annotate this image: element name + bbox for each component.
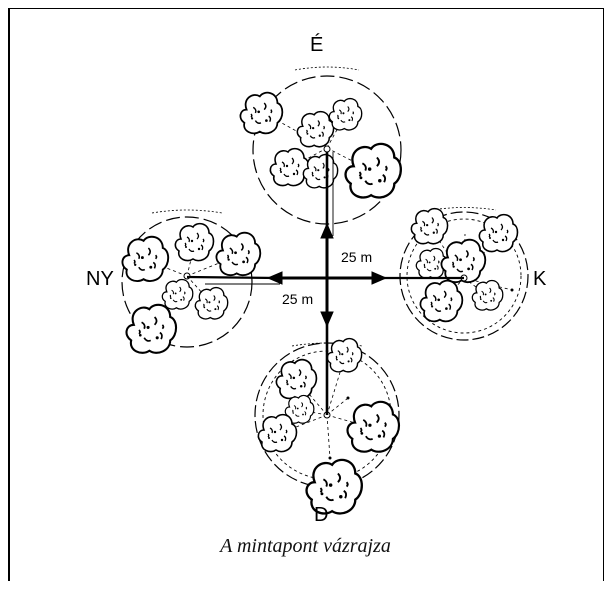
east-plot <box>400 208 528 341</box>
tree-icon <box>162 280 192 310</box>
west-plot <box>122 210 260 353</box>
tree-icon <box>276 360 316 399</box>
east-label: K <box>533 268 546 291</box>
tree-icon <box>327 339 361 372</box>
tree-icon <box>122 237 168 281</box>
tree-icon <box>303 155 337 188</box>
north-label: É <box>310 34 323 57</box>
tree-icon <box>216 233 260 275</box>
distance-label: 25 m <box>282 291 313 307</box>
tree-icon <box>175 224 213 261</box>
tree-icon <box>479 215 517 252</box>
transect-arrows <box>187 152 464 415</box>
tree-icon <box>240 93 282 134</box>
tree-icon <box>329 99 361 130</box>
tree-icon <box>297 112 333 147</box>
distance-label: 25 m <box>341 249 372 265</box>
figure-caption: A mintapont vázrajza <box>0 535 611 558</box>
tree-icon <box>270 149 308 186</box>
tree-icon <box>420 281 462 322</box>
tree-icon <box>411 209 447 244</box>
south-label: D <box>314 504 328 527</box>
tree-icon <box>195 288 227 319</box>
tree-icon <box>258 415 296 452</box>
tree-icon <box>348 402 399 452</box>
tree-icon <box>126 305 176 353</box>
west-label: NY <box>86 268 114 291</box>
north-plot <box>240 67 401 224</box>
tree-icon <box>346 144 401 198</box>
tree-icon <box>472 281 502 311</box>
